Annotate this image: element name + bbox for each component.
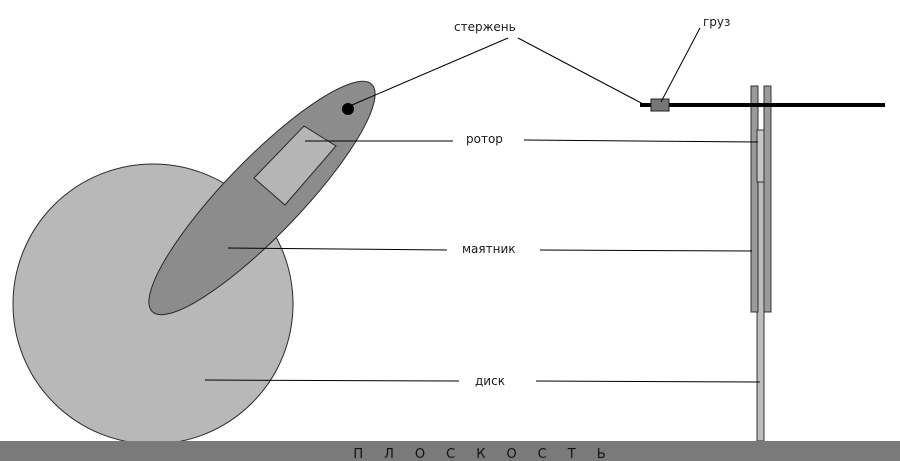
pendulum-leader-left — [227, 247, 448, 251]
rod-label: стержень — [454, 20, 516, 34]
disk-leader-left — [204, 379, 460, 382]
pendulum-side-plate-left — [750, 85, 759, 313]
disk-leader-right — [535, 380, 761, 383]
rod-axis-dot — [342, 103, 354, 115]
rotor-side-block — [756, 129, 765, 183]
rod-leader-right — [517, 37, 646, 106]
rotor-label: ротор — [466, 132, 503, 146]
disk-label: диск — [475, 374, 505, 388]
plane-bar — [0, 441, 900, 461]
pendulum-leader-right — [539, 249, 753, 252]
pendulum-label: маятник — [462, 242, 516, 256]
weight-label: груз — [703, 15, 730, 29]
weight-block — [650, 98, 670, 112]
rotor-leader-right — [523, 139, 759, 143]
pendulum-side-plate-right — [763, 85, 772, 313]
weight-leader — [660, 27, 701, 103]
rotor-shape — [253, 125, 337, 206]
plane-label: плоскость — [353, 447, 626, 461]
rod-leader-left — [351, 37, 509, 106]
